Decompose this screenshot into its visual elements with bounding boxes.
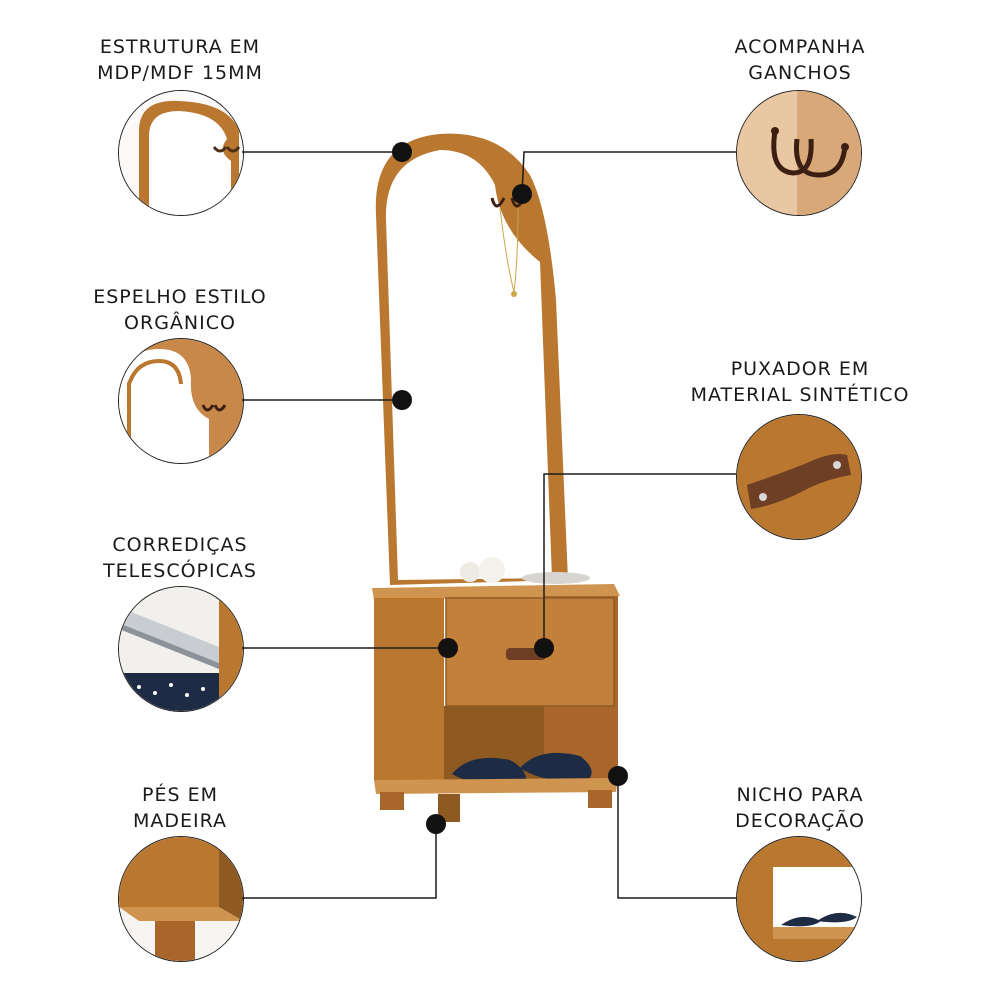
mirror-top-detail-icon — [118, 90, 244, 216]
foot-back-left — [438, 794, 460, 822]
callout-dots — [392, 142, 628, 834]
leather-handle-icon — [736, 414, 862, 540]
cabinet-bottom-shelf — [374, 778, 618, 794]
hooks-icon — [736, 90, 862, 216]
decor-ball-1 — [460, 562, 480, 582]
cabinet-left-side — [374, 598, 444, 780]
slipper-right — [520, 752, 592, 781]
foot-front-right — [588, 790, 612, 808]
leader-lines — [242, 151, 736, 899]
dot-puxador — [534, 638, 554, 658]
leader-pes — [242, 824, 437, 899]
foot-front-left — [380, 792, 404, 810]
decor-tray — [522, 572, 590, 584]
wooden-foot-icon — [118, 836, 244, 962]
telescopic-slide-icon — [118, 586, 244, 712]
decor-ball-2 — [479, 557, 505, 583]
leader-ganchos — [521, 151, 736, 195]
leader-puxador — [543, 473, 736, 648]
niche-shelf-icon — [736, 836, 862, 962]
dot-nicho — [608, 766, 628, 786]
dot-ganchos — [512, 184, 532, 204]
dot-estrutura — [392, 142, 412, 162]
dot-pes — [426, 814, 446, 834]
dot-espelho — [392, 390, 412, 410]
dot-corredicas — [438, 638, 458, 658]
slipper-left — [452, 757, 527, 785]
organic-mirror-icon — [118, 338, 244, 464]
necklace — [499, 207, 519, 293]
leader-nicho — [617, 776, 736, 899]
mirror-glass — [385, 150, 552, 580]
mirror-hook-left — [490, 197, 506, 208]
